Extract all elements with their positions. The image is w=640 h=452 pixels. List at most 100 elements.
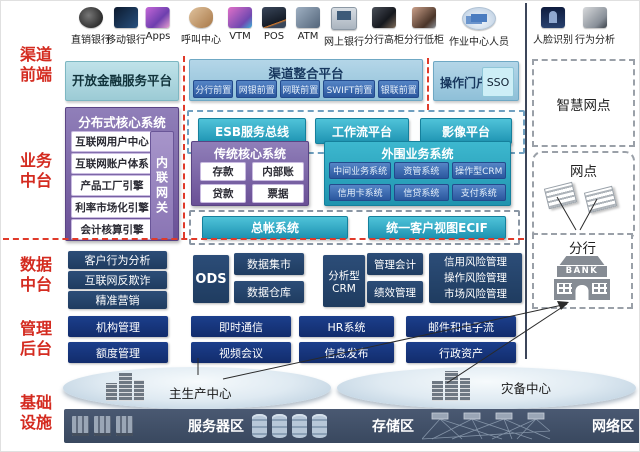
core-module: 票据 xyxy=(252,184,304,203)
channel-operation-center: 作业中心人员 xyxy=(449,7,509,48)
risk-line: 市场风险管理 xyxy=(444,288,507,301)
channel-label: POS xyxy=(263,31,285,42)
branch-box: 分行 BANK xyxy=(532,233,633,309)
sso-box: SSO xyxy=(482,67,514,97)
admin-box: 机构管理 xyxy=(68,316,168,337)
channel-branch-low-counter: 分行低柜 xyxy=(404,7,444,46)
core-item: 产品工厂引擎 xyxy=(71,175,153,196)
database-cylinder-icon xyxy=(252,414,267,438)
core-item: 利率市场化引擎 xyxy=(71,197,153,218)
peripheral-module: 中间业务系统 xyxy=(329,162,392,179)
peripheral-systems-title: 外围业务系统 xyxy=(381,147,454,161)
core-item: 会计核算引擎 xyxy=(71,219,153,240)
server-rack-icon xyxy=(94,416,111,436)
apps-icon xyxy=(146,7,170,28)
channel-call-center: 呼叫中心 xyxy=(181,7,221,46)
front-module: 分行前置 xyxy=(193,80,234,98)
bank-door xyxy=(575,285,589,300)
red-dashed-vertical-1 xyxy=(183,56,185,238)
bank-roof xyxy=(559,256,605,265)
data-box: 管理会计 xyxy=(367,253,423,275)
dr-center-label: 灾备中心 xyxy=(501,381,552,396)
traditional-core-box: 传统核心系统 存款 内部账 贷款 票据 xyxy=(191,141,309,206)
channel-label: Apps xyxy=(145,31,171,42)
server-zone-box: 服务器区 xyxy=(64,409,252,443)
section-label-admin-backend: 管理 后台 xyxy=(19,319,52,358)
intranet-gateway-strip: 内联网关 xyxy=(150,131,174,240)
peripheral-module: 支付系统 xyxy=(451,184,506,201)
bank-window xyxy=(557,283,572,294)
mobile-bank-icon xyxy=(114,7,138,28)
pos-icon xyxy=(262,7,286,28)
operation-portal-box: 操作门户 SSO xyxy=(433,61,519,101)
branch-high-counter-icon xyxy=(372,7,396,28)
bank-icon: BANK xyxy=(554,256,610,300)
server-rack-icon xyxy=(72,416,89,436)
red-dashed-vertical-2 xyxy=(427,58,429,110)
database-cylinder-icon xyxy=(312,414,327,438)
front-module: SWIFT前置 xyxy=(323,80,376,98)
section-label-infrastructure: 基础 设施 xyxy=(19,393,52,432)
behavior-analysis-icon xyxy=(583,7,607,28)
analytical-crm-box: 分析型CRM xyxy=(323,255,365,307)
core-module: 内部账 xyxy=(252,162,304,181)
channel-label: VTM xyxy=(229,31,251,42)
risk-line: 操作风险管理 xyxy=(444,271,507,284)
channel-behavior-analysis: 行为分析 xyxy=(575,7,615,46)
admin-box: 额度管理 xyxy=(68,342,168,363)
smart-outlet-label: 智慧网点 xyxy=(556,98,611,114)
outlet-box: 网点 xyxy=(532,151,635,241)
database-cylinder-icon xyxy=(272,414,287,438)
admin-box: 视频会议 xyxy=(191,342,291,363)
online-bank-icon xyxy=(331,7,357,30)
admin-box: 即时通信 xyxy=(191,316,291,337)
channel-label: 直销银行 xyxy=(71,35,111,46)
bank-sign-text: BANK xyxy=(557,265,607,277)
channel-apps: Apps xyxy=(145,7,171,42)
smart-outlet-box: 智慧网点 xyxy=(532,59,635,147)
peripheral-module: 资管系统 xyxy=(394,162,449,179)
core-module: 存款 xyxy=(200,162,246,181)
server-rack-icon xyxy=(116,416,133,436)
storage-zone-label: 存储区 xyxy=(372,419,414,435)
channel-mobile-bank: 移动银行 xyxy=(106,7,146,46)
city-buildings-icon xyxy=(105,369,145,401)
outlet-label: 网点 xyxy=(570,164,597,180)
city-buildings-icon xyxy=(431,367,471,401)
atm-icon xyxy=(296,7,320,28)
storage-zone-box: 存储区 xyxy=(244,409,422,443)
distributed-core-title: 分布式核心系统 xyxy=(78,115,166,130)
channel-label: ATM xyxy=(297,31,319,42)
ecif-box: 统一客户视图ECIF xyxy=(368,216,506,239)
channel-label: 网上银行 xyxy=(324,37,364,48)
channel-branch-high-counter: 分行高柜 xyxy=(364,7,404,46)
front-module: 银联前置 xyxy=(378,80,419,98)
channel-label: 移动银行 xyxy=(106,35,146,46)
channel-pos: POS xyxy=(262,7,286,42)
channel-face-recognition: 人脸识别 xyxy=(533,7,573,46)
data-box: 数据仓库 xyxy=(234,281,304,303)
operation-portal-label: 操作门户 xyxy=(440,75,489,90)
outlet-building-icon xyxy=(543,181,578,210)
server-zone-label: 服务器区 xyxy=(188,419,244,435)
workflow-platform-box: 工作流平台 xyxy=(315,118,409,144)
channel-label: 分行低柜 xyxy=(404,35,444,46)
outlet-building-icon xyxy=(583,185,618,214)
distributed-core-box: 分布式核心系统 互联网用户中心 互联网账户体系 产品工厂引擎 利率市场化引擎 会… xyxy=(65,107,179,241)
channel-label: 呼叫中心 xyxy=(181,35,221,46)
front-module: 网联前置 xyxy=(279,80,321,98)
channel-vtm: VTM xyxy=(228,7,252,42)
channel-label: 行为分析 xyxy=(575,35,615,46)
operation-center-staff-icon xyxy=(462,7,496,30)
general-ledger-box: 总帐系统 xyxy=(202,216,348,239)
channel-atm: ATM xyxy=(296,7,320,42)
section-label-data-middle: 数据 中台 xyxy=(19,255,52,294)
channel-label: 分行高柜 xyxy=(364,35,404,46)
section-label-business-middle: 业务 中台 xyxy=(19,151,52,190)
channel-online-bank: 网上银行 xyxy=(324,7,364,48)
vtm-icon xyxy=(228,7,252,28)
risk-management-box: 信用风险管理 操作风险管理 市场风险管理 xyxy=(429,253,522,303)
risk-line: 信用风险管理 xyxy=(444,255,507,268)
peripheral-module: 操作型CRM xyxy=(451,162,506,179)
